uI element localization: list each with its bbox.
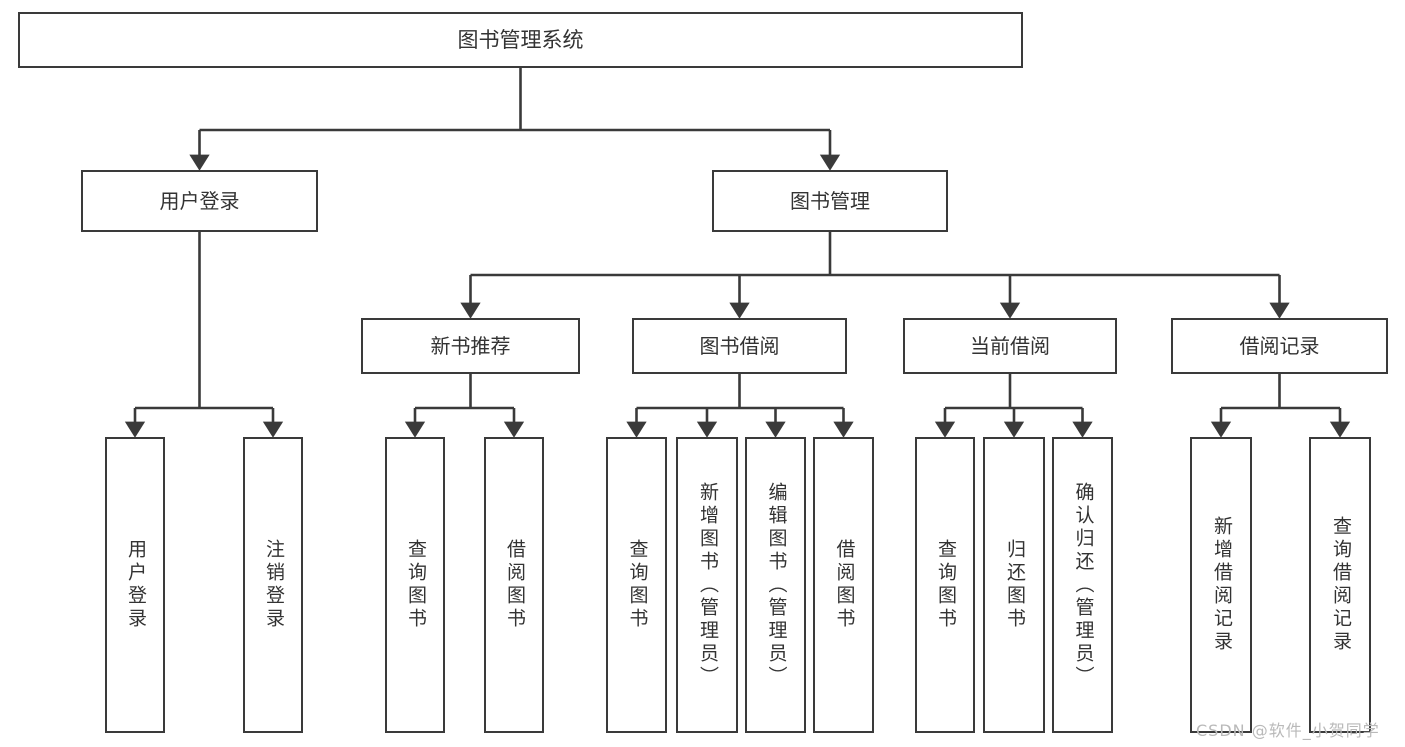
- leaf-query-book[interactable]: 查询图书: [606, 437, 667, 733]
- node-new-book-rec-label: 新书推荐: [430, 333, 511, 358]
- leaf-confirm-return[interactable]: 确认归还（管理员）: [1052, 437, 1113, 733]
- leaf-borrow-book-rec-label: 借阅图书: [503, 539, 526, 631]
- node-borrow-record-label: 借阅记录: [1239, 333, 1320, 358]
- leaf-query-book-cur-label: 查询图书: [934, 539, 957, 631]
- node-current-borrow[interactable]: 当前借阅: [903, 318, 1117, 374]
- node-book-manage-label: 图书管理: [790, 188, 870, 213]
- leaf-return-book[interactable]: 归还图书: [983, 437, 1045, 733]
- leaf-user-login-label: 用户登录: [124, 539, 147, 631]
- leaf-add-book[interactable]: 新增图书（管理员）: [676, 437, 738, 733]
- edge-group: [124, 68, 1351, 438]
- node-user-login[interactable]: 用户登录: [81, 170, 318, 232]
- node-book-manage[interactable]: 图书管理: [712, 170, 948, 232]
- node-borrow-record[interactable]: 借阅记录: [1171, 318, 1388, 374]
- leaf-query-book-label: 查询图书: [626, 539, 649, 631]
- leaf-edit-book[interactable]: 编辑图书（管理员）: [745, 437, 806, 733]
- leaf-edit-book-label: 编辑图书（管理员）: [765, 481, 788, 689]
- node-root-label: 图书管理系统: [457, 27, 584, 52]
- leaf-query-book-cur[interactable]: 查询图书: [915, 437, 975, 733]
- leaf-borrow-book-rec[interactable]: 借阅图书: [484, 437, 544, 733]
- leaf-logout-label: 注销登录: [262, 539, 285, 631]
- leaf-query-record-label: 查询借阅记录: [1329, 516, 1352, 654]
- node-book-borrow-label: 图书借阅: [699, 333, 780, 358]
- node-current-borrow-label: 当前借阅: [970, 333, 1050, 358]
- leaf-user-login[interactable]: 用户登录: [105, 437, 165, 733]
- watermark: CSDN @软件_小贺同学: [1196, 721, 1380, 740]
- node-root[interactable]: 图书管理系统: [18, 12, 1023, 68]
- node-book-borrow[interactable]: 图书借阅: [632, 318, 847, 374]
- leaf-query-book-rec-label: 查询图书: [404, 539, 427, 631]
- leaf-return-book-label: 归还图书: [1003, 539, 1026, 631]
- node-new-book-rec[interactable]: 新书推荐: [361, 318, 580, 374]
- leaf-add-record-label: 新增借阅记录: [1210, 516, 1233, 654]
- leaf-logout[interactable]: 注销登录: [243, 437, 303, 733]
- leaf-borrow-book[interactable]: 借阅图书: [813, 437, 874, 733]
- leaf-query-book-rec[interactable]: 查询图书: [385, 437, 445, 733]
- leaf-query-record[interactable]: 查询借阅记录: [1309, 437, 1371, 733]
- leaf-add-record[interactable]: 新增借阅记录: [1190, 437, 1252, 733]
- leaf-add-book-label: 新增图书（管理员）: [696, 481, 719, 689]
- leaf-borrow-book-label: 借阅图书: [833, 539, 856, 631]
- leaf-confirm-return-label: 确认归还（管理员）: [1072, 481, 1095, 689]
- node-user-login-label: 用户登录: [159, 188, 240, 213]
